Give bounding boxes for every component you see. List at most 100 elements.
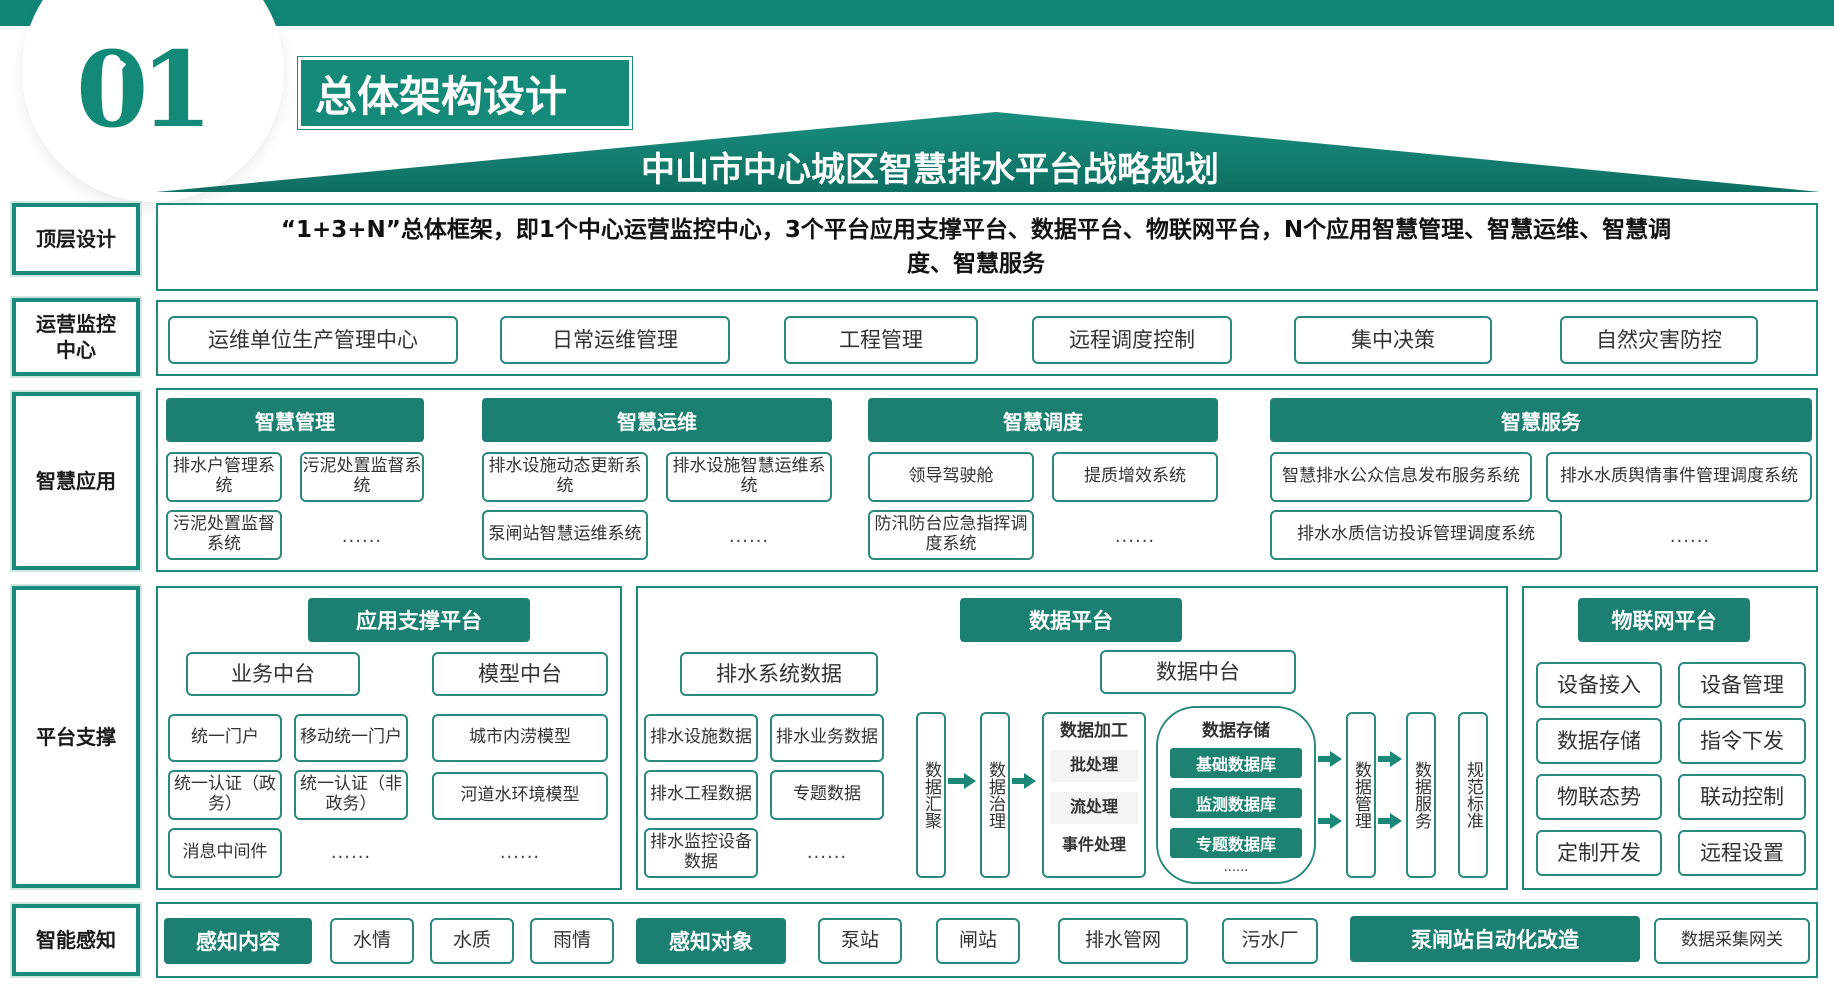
storage-more: ...... xyxy=(1223,860,1249,875)
row-label-ops-center: 运营监控中心 xyxy=(10,296,142,378)
pump-gate-automation-title: 泵闸站自动化改造 xyxy=(1350,916,1640,962)
sensing-object-item: 闸站 xyxy=(936,918,1020,964)
model-middle-platform: 模型中台 xyxy=(432,652,608,696)
flow-arrow-line xyxy=(1012,778,1026,784)
iot-platform-panel: 物联网平台 设备接入 设备管理 数据存储 指令下发 物联态势 联动控制 定制开发… xyxy=(1522,586,1818,890)
flow-standards: 规范标准 xyxy=(1458,712,1488,878)
flow-data-governance: 数据治理 xyxy=(980,712,1010,878)
app-item: 污泥处置监督系统 xyxy=(166,510,282,560)
iot-item: 指令下发 xyxy=(1678,718,1806,764)
app-group-title-dispatch: 智慧调度 xyxy=(868,398,1218,442)
sensing-panel: 感知内容 水情 水质 雨情 感知对象 泵站 闸站 排水管网 污水厂 泵闸站自动化… xyxy=(156,902,1818,978)
iot-item: 定制开发 xyxy=(1536,830,1662,876)
app-more: ...... xyxy=(728,525,770,547)
iot-platform-title: 物联网平台 xyxy=(1578,598,1750,642)
app-more: ...... xyxy=(1114,525,1156,547)
flow-arrow-line xyxy=(1318,818,1332,824)
support-item: 移动统一门户 xyxy=(294,714,408,762)
app-item: 智慧排水公众信息发布服务系统 xyxy=(1270,452,1532,502)
app-item: 排水设施智慧运维系统 xyxy=(666,452,832,502)
row-label-sensing: 智能感知 xyxy=(10,902,142,978)
flow-arrow-line xyxy=(1378,818,1392,824)
ops-item-disaster-prevention: 自然灾害防控 xyxy=(1560,316,1758,364)
iot-item: 物联态势 xyxy=(1536,774,1662,820)
row-label-platform: 平台支撑 xyxy=(10,584,142,890)
data-source-item: 排水工程数据 xyxy=(644,770,758,820)
ops-item-remote-dispatch: 远程调度控制 xyxy=(1032,316,1232,364)
iot-item: 设备接入 xyxy=(1536,662,1662,708)
top-design-panel: “1+3+N”总体框架，即1个中心运营监控中心，3个平台应用支撑平台、数据平台、… xyxy=(156,203,1818,291)
app-item: 泵闸站智慧运维系统 xyxy=(482,510,648,560)
ops-center-panel: 运维单位生产管理中心 日常运维管理 工程管理 远程调度控制 集中决策 自然灾害防… xyxy=(156,300,1818,376)
ops-item-central-decision: 集中决策 xyxy=(1294,316,1492,364)
data-middle-platform: 数据中台 xyxy=(1100,650,1296,694)
model-item: 河道水环境模型 xyxy=(432,772,608,820)
roof-banner xyxy=(156,112,1820,192)
sensing-content-title: 感知内容 xyxy=(164,918,312,964)
sensing-object-item: 泵站 xyxy=(818,918,902,964)
drain-system-data: 排水系统数据 xyxy=(680,652,878,696)
sensing-content-item: 雨情 xyxy=(530,918,614,964)
support-item: 消息中间件 xyxy=(168,828,282,878)
app-group-title-maintenance: 智慧运维 xyxy=(482,398,832,442)
iot-item: 设备管理 xyxy=(1678,662,1806,708)
app-more: ...... xyxy=(341,525,383,547)
support-platform-panel: 应用支撑平台 业务中台 模型中台 统一门户 移动统一门户 统一认证（政务） 统一… xyxy=(156,586,622,890)
data-processing-box: 数据加工 批处理 流处理 事件处理 xyxy=(1042,712,1146,878)
flow-arrow-icon xyxy=(1390,751,1402,767)
flow-arrow-icon xyxy=(1330,813,1342,829)
flow-arrow-line xyxy=(1318,756,1332,762)
flow-arrow-line xyxy=(1378,756,1392,762)
section-number: 01 xyxy=(76,28,213,151)
data-platform-title: 数据平台 xyxy=(960,598,1182,642)
data-storage-title: 数据存储 xyxy=(1202,721,1270,741)
flow-arrow-icon xyxy=(1330,751,1342,767)
app-item: 排水户管理系统 xyxy=(166,452,282,502)
smart-apps-panel: 智慧管理 排水户管理系统 污泥处置监督系统 污泥处置监督系统 ...... 智慧… xyxy=(156,388,1818,572)
database-tag: 专题数据库 xyxy=(1170,828,1302,858)
sensing-object-item: 污水厂 xyxy=(1222,918,1318,964)
main-title: 中山市中心城区智慧排水平台战略规划 xyxy=(641,150,1219,190)
model-more: ...... xyxy=(499,841,541,863)
flow-arrow-icon xyxy=(1024,773,1036,789)
data-source-more: ...... xyxy=(806,841,848,863)
database-tag: 基础数据库 xyxy=(1170,748,1302,778)
row-label-top-design: 顶层设计 xyxy=(10,201,142,277)
data-storage-box: 数据存储 基础数据库 监测数据库 专题数据库 ...... xyxy=(1156,706,1316,884)
section-number-badge xyxy=(22,0,284,202)
data-source-item: 排水设施数据 xyxy=(644,714,758,762)
data-platform-panel: 数据平台 排水系统数据 数据中台 排水设施数据 排水业务数据 排水工程数据 专题… xyxy=(636,586,1508,890)
data-source-item: 排水监控设备数据 xyxy=(644,828,758,878)
app-item: 污泥处置监督系统 xyxy=(300,452,424,502)
app-item: 防汛防台应急指挥调度系统 xyxy=(868,510,1034,560)
flow-data-aggregation: 数据汇聚 xyxy=(916,712,946,878)
app-item: 排水设施动态更新系统 xyxy=(482,452,648,502)
app-more: ...... xyxy=(1669,525,1711,547)
support-more: ...... xyxy=(330,841,372,863)
sensing-object-item: 排水管网 xyxy=(1058,918,1188,964)
section-title: 总体架构设计 xyxy=(297,56,633,130)
iot-item: 远程设置 xyxy=(1678,830,1806,876)
flow-data-service: 数据服务 xyxy=(1406,712,1436,878)
flow-data-management: 数据管理 xyxy=(1346,712,1376,878)
support-item: 统一认证（政务） xyxy=(168,770,282,820)
app-item: 提质增效系统 xyxy=(1052,452,1218,502)
data-processing-title: 数据加工 xyxy=(1060,721,1128,741)
app-item: 排水水质信访投诉管理调度系统 xyxy=(1270,510,1562,560)
model-item: 城市内涝模型 xyxy=(432,714,608,762)
support-item: 统一认证（非政务） xyxy=(294,770,408,820)
row-label-smart-apps: 智慧应用 xyxy=(10,390,142,572)
app-item: 排水水质舆情事件管理调度系统 xyxy=(1546,452,1812,502)
processing-item: 流处理 xyxy=(1050,791,1138,824)
top-banner xyxy=(0,0,1834,26)
flow-arrow-icon xyxy=(964,773,976,789)
sensing-content-item: 水质 xyxy=(430,918,514,964)
ops-item-production-center: 运维单位生产管理中心 xyxy=(168,316,458,364)
app-group-title-service: 智慧服务 xyxy=(1270,398,1812,442)
processing-item: 事件处理 xyxy=(1061,835,1126,855)
processing-item: 批处理 xyxy=(1050,749,1138,782)
iot-item: 联动控制 xyxy=(1678,774,1806,820)
support-item: 统一门户 xyxy=(168,714,282,762)
flow-arrow-line xyxy=(948,778,966,784)
ops-item-engineering: 工程管理 xyxy=(784,316,978,364)
